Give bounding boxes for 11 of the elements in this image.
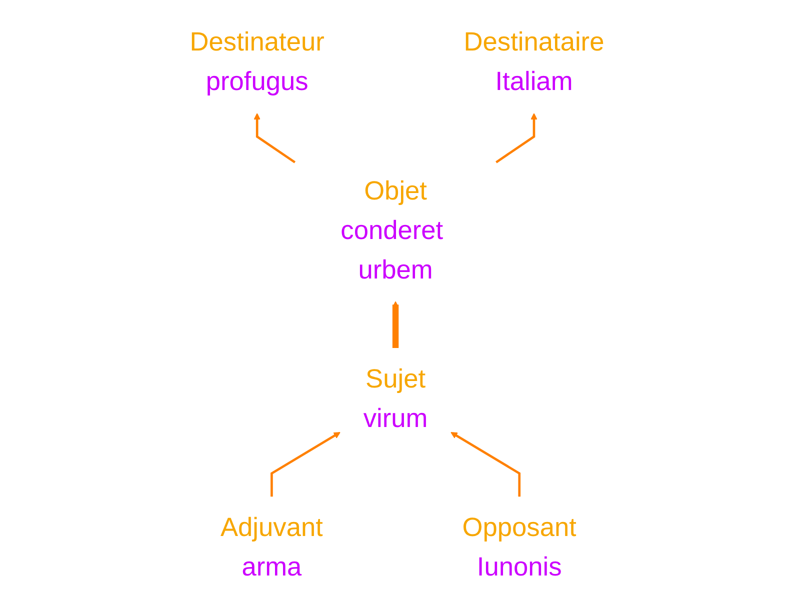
arrow	[450, 432, 520, 496]
arrow	[392, 300, 398, 348]
node-text: Opposant Iunonis	[462, 512, 576, 582]
arrow	[495, 112, 537, 163]
node-text: Objet conderet urbem	[340, 176, 443, 284]
node-text: Destinateur profugus	[189, 26, 324, 96]
arrow	[270, 432, 340, 496]
node-text: Adjuvant arma	[220, 512, 322, 582]
node-text: Sujet virum	[362, 364, 428, 433]
node-text: Destinataire Italiam	[463, 26, 604, 96]
arrow	[253, 112, 296, 163]
